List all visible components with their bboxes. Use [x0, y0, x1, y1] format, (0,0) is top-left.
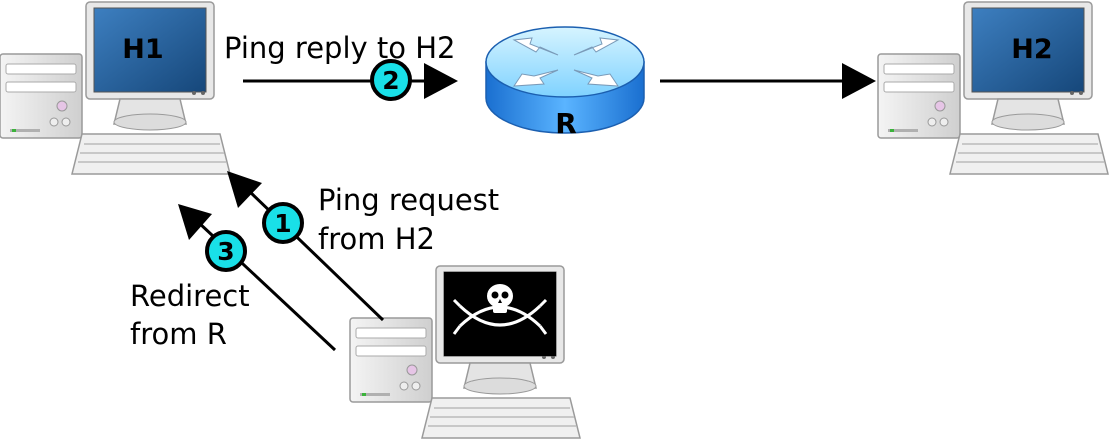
host-h2: H2: [877, 1, 1109, 175]
router-arrows-icon: [512, 37, 620, 87]
router-label: R: [555, 107, 577, 140]
step-badge-1: 1: [262, 202, 304, 244]
step-2-label: Ping reply to H2: [224, 31, 455, 65]
step-1-label-line1: Ping request: [318, 183, 499, 217]
arrow-h1-to-router: [243, 63, 458, 99]
host-h1-label: H1: [122, 34, 163, 65]
step-3-label-line1: Redirect: [130, 279, 250, 313]
router: R: [485, 26, 645, 140]
arrow-router-to-h2: [660, 63, 876, 99]
attacker-host: [349, 265, 581, 439]
host-h1: H1: [0, 1, 231, 175]
step-3-label-line2: from R: [130, 317, 227, 351]
svg-text:2: 2: [382, 66, 399, 95]
step-badge-2: 2: [370, 59, 412, 101]
step-1-label-line2: from H2: [318, 222, 435, 256]
svg-text:3: 3: [217, 237, 234, 266]
step-badge-3: 3: [205, 230, 247, 272]
svg-text:1: 1: [274, 209, 291, 238]
pirate-skull-icon: [452, 284, 548, 335]
host-h2-label: H2: [1011, 34, 1052, 65]
